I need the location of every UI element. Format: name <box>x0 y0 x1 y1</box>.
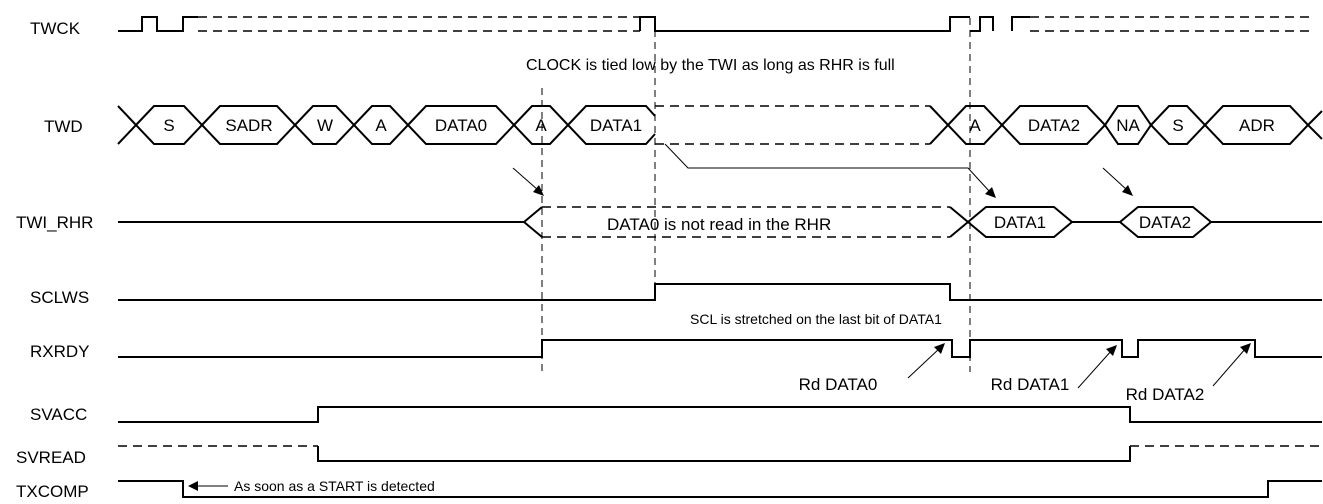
annotation-rd-data2: Rd DATA2 <box>1126 385 1205 404</box>
signal-label-sclws: SCLWS <box>30 288 89 307</box>
signal-label-txcomp: TXCOMP <box>16 482 89 501</box>
twd-seg-na: NA <box>1116 116 1140 135</box>
twd-seg-a1: A <box>375 116 387 135</box>
twd-waveform <box>117 105 1323 145</box>
data1-transfer-arrow <box>664 143 991 193</box>
annotation-rd-data1: Rd DATA1 <box>991 375 1070 394</box>
twd-seg-data0: DATA0 <box>435 116 487 135</box>
annotation-scl-stretched: SCL is stretched on the last bit of DATA… <box>690 311 942 327</box>
signal-label-rxrdy: RXRDY <box>30 342 90 361</box>
twi-rhr-waveform <box>118 206 1322 238</box>
annotation-start-detected: As soon as a START is detected <box>234 478 435 494</box>
twd-seg-data1: DATA1 <box>590 116 642 135</box>
sclws-waveform <box>118 283 1322 301</box>
rd-data2-arrow <box>1212 347 1247 387</box>
twd-seg-a2: A <box>535 116 547 135</box>
rd-data0-arrow <box>907 347 941 379</box>
twd-seg-adr: ADR <box>1239 116 1275 135</box>
twd-seg-sadr: SADR <box>225 116 272 135</box>
rd-data1-arrow <box>1077 349 1113 389</box>
rhr-note-data0-not-read: DATA0 is not read in the RHR <box>607 215 831 234</box>
signal-label-twd: TWD <box>44 117 83 136</box>
data1-transfer-arrowhead <box>985 187 996 198</box>
twd-seg-s2: S <box>1172 116 1183 135</box>
annotation-clock-tied-low: CLOCK is tied low by the TWI as long as … <box>526 57 895 74</box>
twd-seg-w: W <box>317 116 333 135</box>
svread-waveform <box>118 445 1322 462</box>
txcomp-waveform <box>118 480 1322 498</box>
twd-seg-a3: A <box>969 116 981 135</box>
svacc-waveform <box>118 406 1322 423</box>
annotation-rd-data0: Rd DATA0 <box>799 375 878 394</box>
arrow-to-rhr-data2 <box>1102 167 1128 191</box>
rxrdy-waveform <box>118 339 1322 358</box>
rhr-seg-data2: DATA2 <box>1139 213 1191 232</box>
signal-label-twck: TWCK <box>30 19 81 38</box>
signal-label-svread: SVREAD <box>16 448 86 467</box>
twd-seg-s1: S <box>163 116 174 135</box>
twck-waveform <box>118 16 1310 32</box>
twd-seg-data2: DATA2 <box>1028 116 1080 135</box>
signal-label-twi-rhr: TWI_RHR <box>16 213 93 232</box>
rhr-seg-data1: DATA1 <box>994 213 1046 232</box>
signal-label-svacc: SVACC <box>30 405 87 424</box>
arrow-to-rhr-start <box>512 167 539 191</box>
